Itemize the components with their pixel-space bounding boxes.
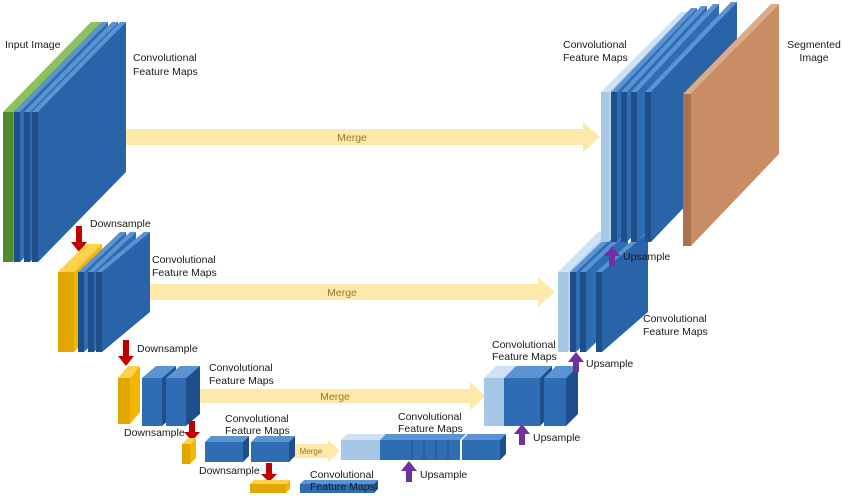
svg-text:Feature Maps: Feature Maps xyxy=(492,351,557,363)
downsample-label: Downsample xyxy=(90,218,151,230)
merge-arrow-level3: Merge xyxy=(195,382,486,410)
svg-text:Feature Maps: Feature Maps xyxy=(643,326,708,338)
svg-text:Convolutional: Convolutional xyxy=(209,362,273,374)
downsample-arrow-2: Downsample xyxy=(118,340,198,366)
label-conv-r1: Convolutional Feature Maps xyxy=(563,39,628,64)
upsample-arrow-4: Upsample xyxy=(401,461,467,482)
upsample-label: Upsample xyxy=(623,251,670,263)
svg-text:Convolutional: Convolutional xyxy=(563,39,627,51)
downsample-label: Downsample xyxy=(137,343,198,355)
merge-arrow-level2: Merge xyxy=(136,277,555,307)
merge-label: Merge xyxy=(300,447,323,456)
label-conv-r3: Convolutional Feature Maps xyxy=(492,339,557,363)
upsample-arrow-3: Upsample xyxy=(514,424,580,445)
pooled-maps-l3 xyxy=(118,366,140,424)
svg-text:Convolutional: Convolutional xyxy=(310,469,374,481)
pooled-maps-l4 xyxy=(182,438,196,464)
label-conv-l4: Convolutional Feature Maps xyxy=(225,413,290,437)
conv-feature-maps-l1 xyxy=(14,22,126,262)
segmented-image-layer xyxy=(683,4,779,246)
downsample-arrow-3: Downsample xyxy=(124,421,200,441)
downsample-label: Downsample xyxy=(199,465,260,477)
svg-text:Convolutional: Convolutional xyxy=(643,313,707,325)
upsampled-maps-r4 xyxy=(341,434,386,460)
downsample-arrow-4: Downsample xyxy=(199,463,277,482)
label-conv-l3: Convolutional Feature Maps xyxy=(209,362,274,387)
svg-text:Convolutional: Convolutional xyxy=(398,411,462,423)
label-conv-l1: Convolutional Feature Maps xyxy=(133,52,198,78)
upsample-arrow-2: Upsample xyxy=(568,352,633,372)
label-input-image: Input Image xyxy=(5,39,61,51)
label-conv-l2: Convolutional Feature Maps xyxy=(152,254,217,279)
svg-text:Convolutional: Convolutional xyxy=(152,254,216,266)
svg-text:Feature Maps: Feature Maps xyxy=(563,52,628,64)
merge-arrow-level1: Merge xyxy=(113,122,600,152)
conv-feature-maps-l3 xyxy=(142,366,200,426)
conv-feature-maps-l4 xyxy=(205,436,295,462)
label-conv-r4: Convolutional Feature Maps xyxy=(398,411,463,435)
svg-text:Segmented: Segmented xyxy=(787,39,841,51)
merge-label: Merge xyxy=(327,287,357,299)
svg-text:Input Image: Input Image xyxy=(5,39,61,51)
downsample-label: Downsample xyxy=(124,427,185,439)
conv-feature-maps-r3 xyxy=(504,366,578,426)
svg-text:Feature Maps: Feature Maps xyxy=(398,423,463,435)
conv-feature-maps-bottom xyxy=(300,480,378,493)
label-conv-bottom: Convolutional Feature Maps xyxy=(310,469,375,493)
merge-label: Merge xyxy=(320,391,350,403)
svg-text:Convolutional: Convolutional xyxy=(492,339,556,351)
upsample-arrow-1: Upsample xyxy=(604,246,670,266)
merge-arrow-level4: Merge xyxy=(293,440,340,462)
svg-text:Convolutional: Convolutional xyxy=(225,413,289,425)
conv-feature-maps-l2 xyxy=(78,232,150,352)
upsampled-maps-r3 xyxy=(484,366,516,426)
svg-text:Convolutional: Convolutional xyxy=(133,52,197,64)
label-segmented-image: Segmented Image xyxy=(787,39,841,64)
merge-label: Merge xyxy=(337,132,367,144)
upsample-label: Upsample xyxy=(586,358,633,370)
upsample-label: Upsample xyxy=(533,432,580,444)
downsample-arrow-1: Downsample xyxy=(71,218,151,252)
svg-text:Feature Maps: Feature Maps xyxy=(152,267,217,279)
svg-text:Feature Maps: Feature Maps xyxy=(225,425,290,437)
svg-text:Image: Image xyxy=(799,52,828,64)
svg-text:Feature Maps: Feature Maps xyxy=(133,66,198,78)
conv-feature-maps-r4 xyxy=(380,434,506,460)
label-conv-r2: Convolutional Feature Maps xyxy=(643,313,708,338)
upsample-label: Upsample xyxy=(420,469,467,481)
pooled-maps-bottom xyxy=(250,480,290,493)
svg-text:Feature Maps: Feature Maps xyxy=(310,481,375,493)
svg-text:Feature Maps: Feature Maps xyxy=(209,375,274,387)
